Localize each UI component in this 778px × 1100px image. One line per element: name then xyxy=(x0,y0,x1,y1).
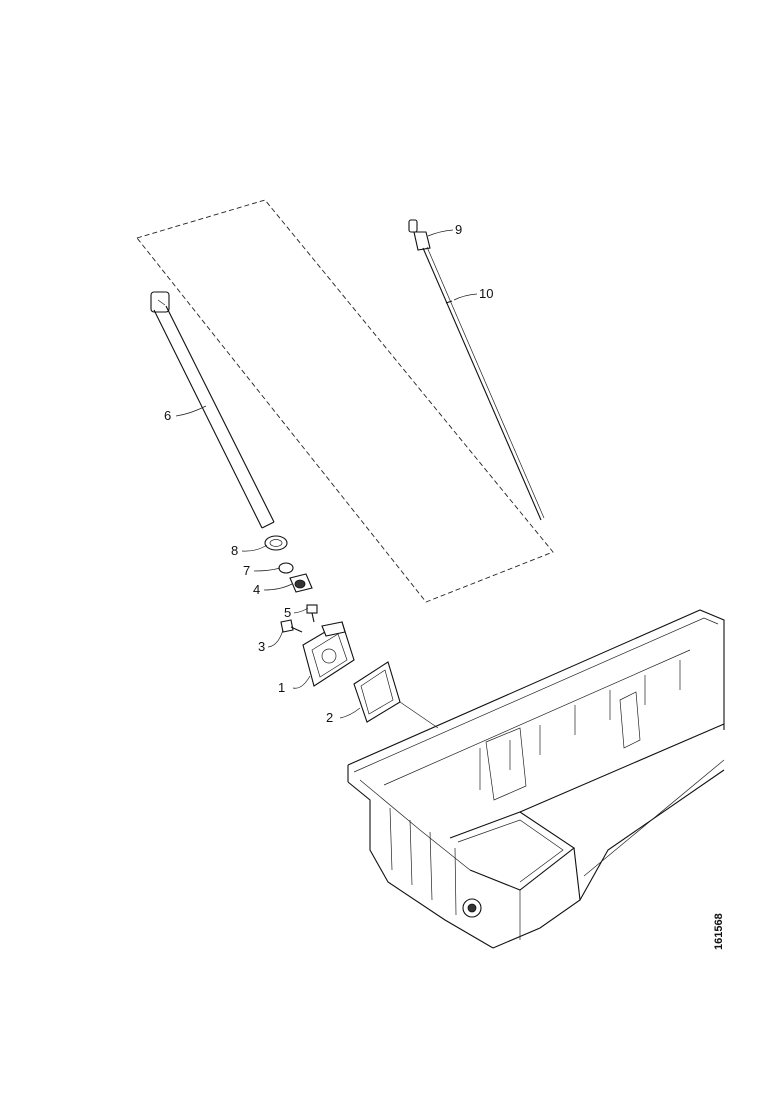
connection-lines xyxy=(399,701,439,729)
adapter-part xyxy=(289,573,313,593)
o-ring-part xyxy=(278,562,294,574)
callout-4: 4 xyxy=(253,582,260,597)
seal-ring-part xyxy=(264,535,288,551)
callout-9: 9 xyxy=(455,222,462,237)
callout-7: 7 xyxy=(243,563,250,578)
leader-lines xyxy=(175,229,478,719)
callout-1: 1 xyxy=(278,680,285,695)
callout-8: 8 xyxy=(231,543,238,558)
bolt-part xyxy=(280,619,303,633)
callout-3: 3 xyxy=(258,639,265,654)
figure-id: 161568 xyxy=(713,913,725,950)
callout-5: 5 xyxy=(284,605,291,620)
dipstick-part xyxy=(408,219,545,521)
assembly-boundary xyxy=(136,199,554,603)
callout-6: 6 xyxy=(164,408,171,423)
callout-10: 10 xyxy=(479,286,493,301)
filler-tube-part xyxy=(150,291,275,529)
callout-2: 2 xyxy=(326,710,333,725)
gasket-part xyxy=(353,661,401,723)
cover-plate-part xyxy=(302,621,355,687)
oil-pan-part xyxy=(347,609,725,949)
screw-part xyxy=(306,604,318,623)
